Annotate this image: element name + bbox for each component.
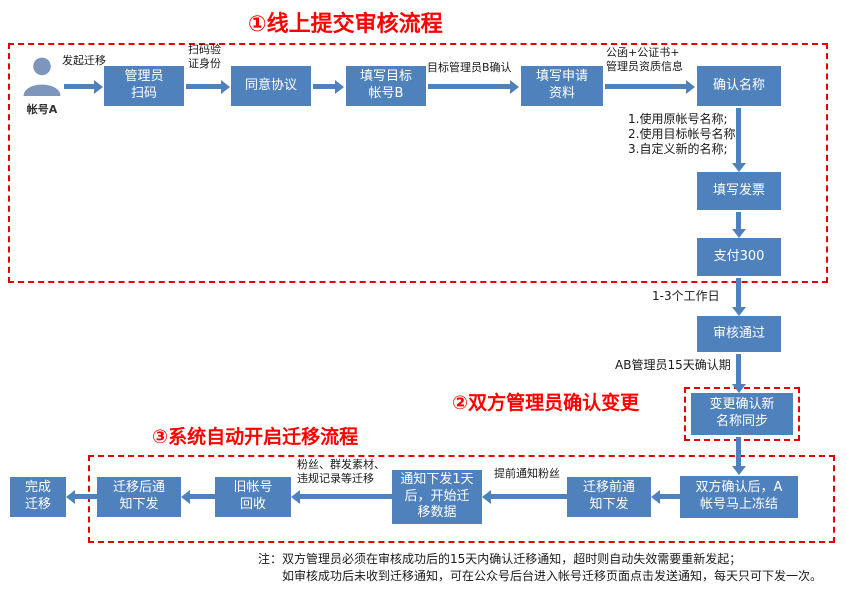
arrow-confirm-to-frozen (736, 437, 741, 466)
arrow-recycle-to-postnotice (190, 494, 215, 499)
account-a-actor: 帐号A (14, 56, 70, 117)
section1-title: ①线上提交审核流程 (248, 12, 443, 37)
arrow-target-confirm (428, 84, 510, 89)
arrow-documents (605, 84, 686, 89)
section2-title: ②双方管理员确认变更 (452, 392, 640, 414)
label-migrate-content: 粉丝、群发素材、 违规记录等迁移 (297, 458, 385, 485)
node-pre-migration-notice: 迁移前通 知下发 (567, 477, 651, 517)
node-confirm-name: 确认名称 (697, 66, 781, 106)
arrow-postnotice-to-done (75, 494, 97, 499)
node-pay-300: 支付300 (697, 238, 781, 276)
account-a-label: 帐号A (26, 103, 58, 116)
label-target-admin-confirm: 目标管理员B确认 (427, 61, 512, 74)
arrow-review-to-confirm (736, 354, 741, 384)
footer-note: 注：双方管理员必须在审核成功后的15天内确认迁移通知，超时则自动失效需要重新发起… (258, 551, 822, 586)
arrow-invoice-to-pay (736, 212, 741, 229)
node-agree-protocol: 同意协议 (231, 66, 311, 106)
section1-boundary (8, 43, 828, 283)
label-workdays: 1-3个工作日 (652, 289, 720, 303)
node-account-frozen: 双方确认后，A 帐号马上冻结 (680, 476, 798, 518)
node-fill-target-account: 填写目标 帐号B (346, 66, 426, 106)
section3-boundary (88, 455, 835, 543)
label-official-documents: 公函+公证书+ 管理员资质信息 (606, 46, 683, 73)
node-post-migration-notice: 迁移后通 知下发 (97, 477, 181, 517)
label-name-options: 1.使用原帐号名称; 2.使用目标帐号名称; 3.自定义新的名称; (628, 112, 740, 156)
arrow-frozen-to-prenotice (660, 494, 680, 499)
arrow-initiate (64, 84, 94, 89)
note-line-1: 注：双方管理员必须在审核成功后的15天内确认迁移通知，超时则自动失效需要重新发起… (258, 552, 742, 566)
node-fill-invoice: 填写发票 (697, 172, 781, 210)
section3-title: ③系统自动开启迁移流程 (152, 426, 359, 448)
node-migration-done: 完成 迁移 (10, 477, 66, 517)
node-fill-application: 填写申请 资料 (521, 66, 603, 106)
label-initiate-migration: 发起迁移 (62, 54, 106, 67)
note-line-2: 如审核成功后未收到迁移通知，可在公众号后台进入帐号迁移页面点击发送通知，每天只可… (282, 569, 823, 584)
arrow-pay-to-review (736, 278, 741, 307)
arrow-prenotice-to-start (491, 494, 567, 499)
arrow-start-to-recycle (300, 494, 392, 499)
arrow-scan-verify (186, 84, 221, 89)
arrow-agree-to-target (313, 84, 335, 89)
node-admin-scan: 管理员 扫码 (104, 66, 184, 106)
node-old-account-recycle: 旧帐号 回收 (215, 477, 291, 517)
label-scan-verify: 扫码验 证身份 (188, 43, 221, 70)
node-change-confirm-sync: 变更确认新 名称同步 (691, 393, 793, 435)
node-review-passed: 审核通过 (697, 316, 781, 352)
label-confirm-period: AB管理员15天确认期 (615, 358, 731, 372)
person-icon (18, 57, 66, 100)
label-advance-notify-fans: 提前通知粉丝 (494, 467, 560, 480)
arrow-name-to-invoice (736, 108, 741, 163)
node-start-migration: 通知下发1天 后，开始迁 移数据 (392, 470, 482, 524)
